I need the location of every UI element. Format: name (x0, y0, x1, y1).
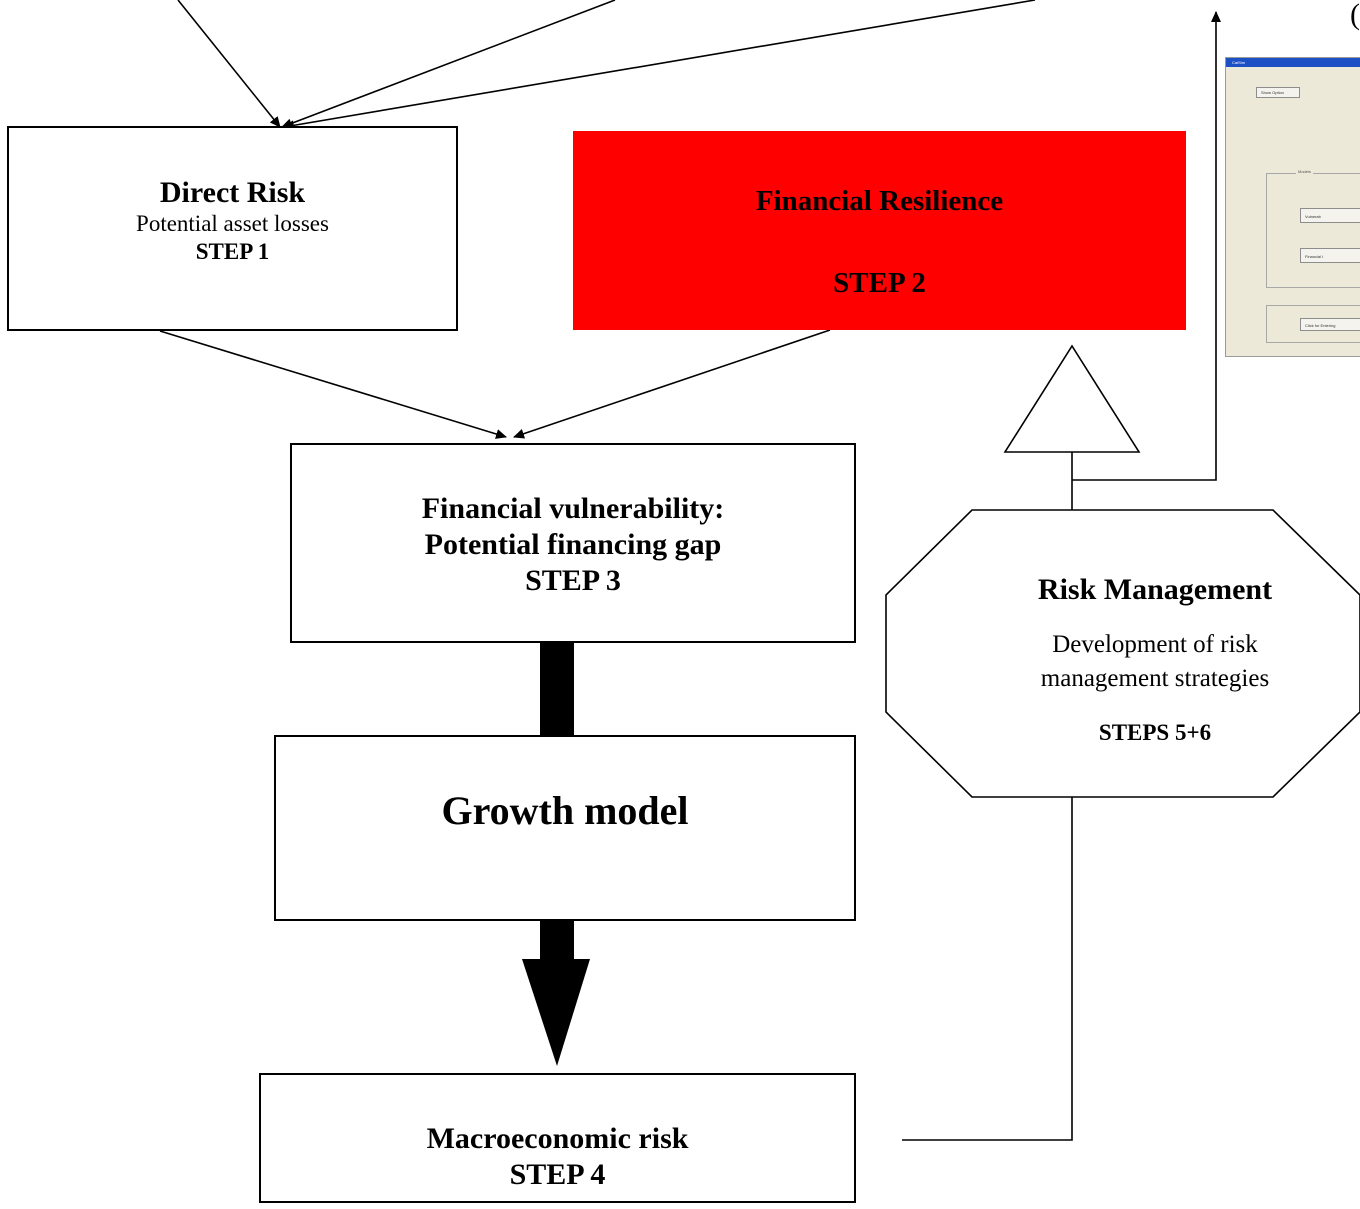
risk-management-description: Development of risk management strategie… (905, 628, 1360, 696)
thick-arrow-shaft (540, 921, 574, 959)
financial-resilience-title: Financial Resilience (755, 185, 1004, 217)
thumbnail-bottom-group (1266, 305, 1360, 343)
risk-management-line2: management strategies (1040, 665, 1270, 692)
financial-vulnerability-line1: Financial vulnerability: (421, 492, 725, 525)
macroeconomic-risk-box: Macroeconomic risk STEP 4 (259, 1073, 856, 1203)
thumbnail-titlebar: CatSim (1226, 58, 1360, 67)
arrow-resilience-to-vulnerability (513, 329, 831, 439)
direct-risk-subtitle: Potential asset losses (136, 211, 329, 236)
direct-risk-step: STEP 1 (195, 239, 270, 264)
thumbnail-enter-button[interactable]: Click for Entering (1300, 318, 1360, 331)
growth-model-title: Growth model (441, 788, 689, 833)
financial-resilience-box: Financial Resilience STEP 2 (573, 131, 1186, 330)
direct-risk-title: Direct Risk (159, 176, 306, 209)
thumbnail-models-label: Models (1296, 169, 1313, 174)
arrow-into-direct-risk-2 (281, 0, 616, 129)
macroeconomic-risk-step: STEP 4 (509, 1158, 606, 1191)
risk-management-text: Risk Management Development of risk mana… (905, 570, 1360, 746)
financial-resilience-step: STEP 2 (833, 267, 926, 299)
hollow-triangle-arrow (1003, 344, 1141, 453)
thick-arrow-head (522, 959, 590, 1066)
financial-vulnerability-box: Financial vulnerability: Potential finan… (290, 443, 856, 643)
risk-management-title: Risk Management (1037, 573, 1273, 606)
thumbnail-models-group (1266, 173, 1360, 288)
financial-vulnerability-step: STEP 3 (525, 564, 621, 597)
risk-management-line1: Development of risk (1052, 631, 1258, 658)
line-macro-to-risk-management (902, 797, 1073, 1141)
arrow-to-thumbnail (1072, 11, 1221, 481)
financial-vulnerability-line2: Potential financing gap (424, 528, 722, 561)
risk-management-step: STEPS 5+6 (1098, 720, 1212, 745)
thumbnail-top-button[interactable]: Show Option (1256, 87, 1300, 98)
arrow-into-direct-risk-3 (283, 0, 1036, 131)
arrow-into-direct-risk-1 (177, 0, 281, 128)
thumbnail-financial-button[interactable]: Financial I (1300, 248, 1360, 263)
growth-model-box: Growth model (274, 735, 856, 921)
partial-glyph: ( (1350, 0, 1360, 31)
arrow-direct-to-vulnerability (159, 330, 507, 439)
app-window-thumbnail: CatSim Show Option Models Vulnerab Finan… (1225, 57, 1360, 357)
thumbnail-vulnerability-button[interactable]: Vulnerab (1300, 208, 1360, 223)
macroeconomic-risk-title: Macroeconomic risk (426, 1122, 689, 1155)
thick-connector-vulnerability-growth (540, 643, 574, 735)
direct-risk-box: Direct Risk Potential asset losses STEP … (7, 126, 458, 331)
risk-management-octagon (885, 509, 1360, 798)
